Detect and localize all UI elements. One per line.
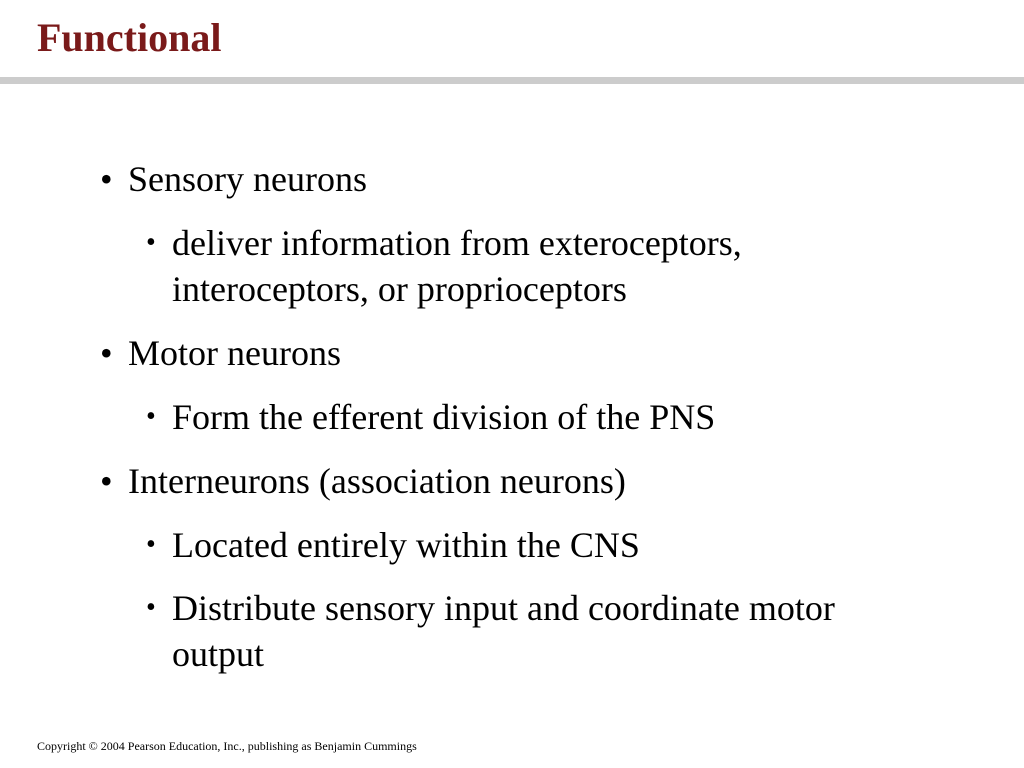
copyright-footer: Copyright © 2004 Pearson Education, Inc.… bbox=[37, 739, 417, 753]
bullet-icon: • bbox=[100, 159, 113, 199]
sub-bullet-item: • Form the efferent division of the PNS bbox=[146, 394, 912, 440]
title-divider bbox=[0, 77, 1024, 84]
sub-bullet-text: Distribute sensory input and coordinate … bbox=[172, 588, 835, 674]
sub-bullet-text: Form the efferent division of the PNS bbox=[172, 397, 716, 437]
sub-bullet-text: Located entirely within the CNS bbox=[172, 525, 640, 565]
slide-title: Functional bbox=[37, 15, 222, 60]
bullet-icon: • bbox=[146, 401, 156, 432]
bullet-list: • Sensory neurons • deliver information … bbox=[100, 155, 980, 694]
bullet-item-interneurons: • Interneurons (association neurons) bbox=[100, 457, 980, 505]
bullet-icon: • bbox=[146, 227, 156, 258]
sub-bullet-item: • Distribute sensory input and coordinat… bbox=[146, 585, 912, 677]
bullet-item-sensory-neurons: • Sensory neurons bbox=[100, 155, 980, 203]
bullet-item-motor-neurons: • Motor neurons bbox=[100, 329, 980, 377]
bullet-icon: • bbox=[146, 592, 156, 623]
bullet-text: Interneurons (association neurons) bbox=[128, 461, 626, 501]
sub-bullet-text: deliver information from exteroceptors, … bbox=[172, 223, 742, 309]
bullet-icon: • bbox=[100, 333, 113, 373]
bullet-text: Sensory neurons bbox=[128, 159, 367, 199]
sub-bullet-item: • Located entirely within the CNS bbox=[146, 522, 912, 568]
bullet-icon: • bbox=[100, 461, 113, 501]
bullet-icon: • bbox=[146, 529, 156, 560]
sub-bullet-item: • deliver information from exteroceptors… bbox=[146, 220, 912, 312]
bullet-text: Motor neurons bbox=[128, 333, 341, 373]
